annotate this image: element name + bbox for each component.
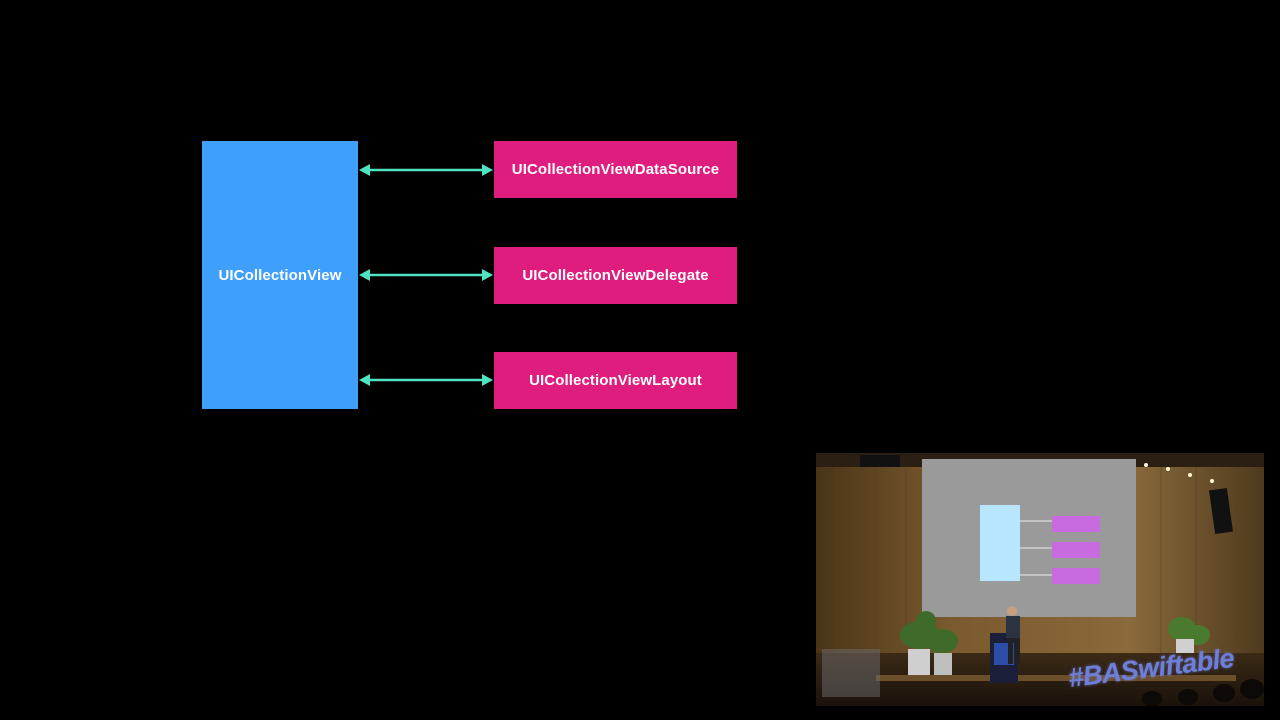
arrow-datasource [359,164,493,176]
uicollectionview-node: UICollectionView [202,141,358,409]
datasource-node-label: UICollectionViewDataSource [511,161,720,178]
arrow-delegate [359,269,493,281]
conference-stage-image [816,453,1264,706]
arrow-layout [359,374,493,386]
layout-node: UICollectionViewLayout [494,352,737,409]
delegate-node: UICollectionViewDelegate [494,247,737,304]
delegate-node-label: UICollectionViewDelegate [522,267,709,284]
uicollectionview-node-label: UICollectionView [218,266,342,284]
datasource-node: UICollectionViewDataSource [494,141,737,198]
layout-node-label: UICollectionViewLayout [529,372,702,389]
speaker-video-inset: #BASwiftable [816,453,1264,706]
